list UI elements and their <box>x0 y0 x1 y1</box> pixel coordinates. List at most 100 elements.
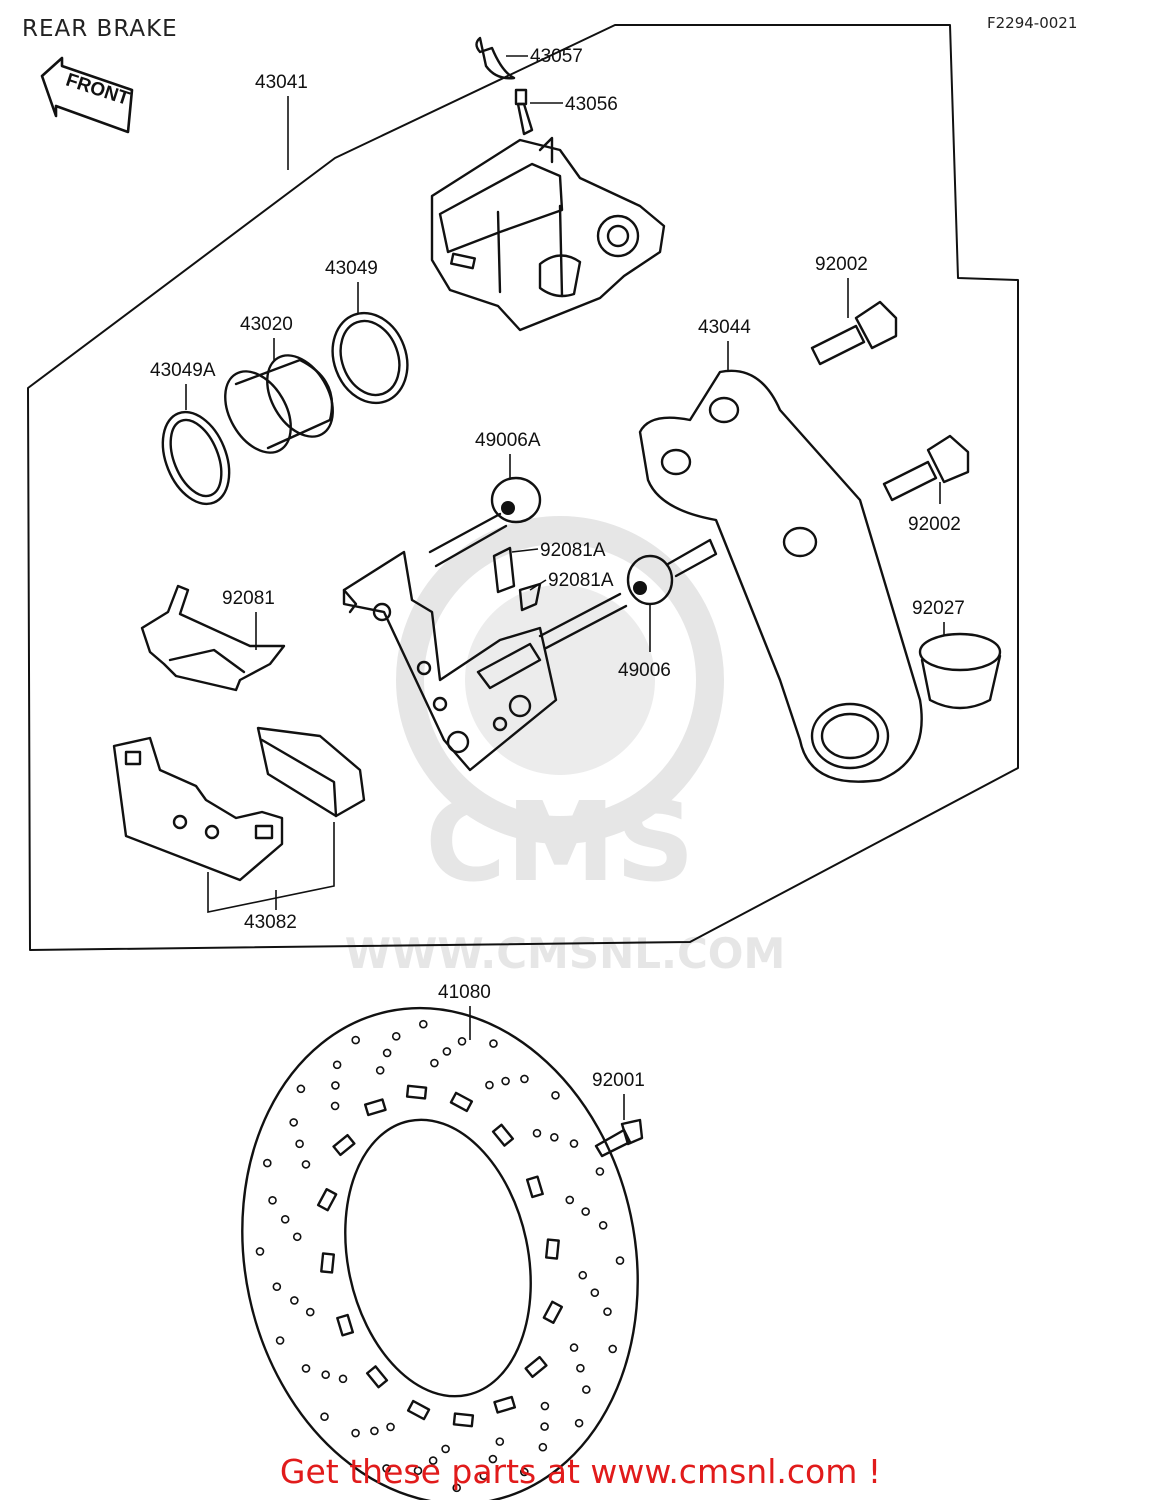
part-number-label[interactable]: 92001 <box>592 1070 645 1091</box>
part-number-label[interactable]: 49006A <box>475 430 541 451</box>
disc-hole <box>428 1456 438 1465</box>
disc-hole <box>538 1442 548 1452</box>
disc-hole <box>569 1343 579 1352</box>
disc-hole <box>532 1128 542 1138</box>
disc-vent-holes <box>255 1019 625 1493</box>
brake-pad-43082-front[interactable] <box>256 726 366 818</box>
disc-slot <box>365 1365 389 1389</box>
disc-hole <box>296 1084 306 1094</box>
disc-hole <box>576 1363 585 1373</box>
brake-pad-43082-rear[interactable] <box>112 736 284 882</box>
part-number-label[interactable]: 43041 <box>255 72 308 93</box>
disc-hole <box>338 1374 348 1384</box>
part-number-label[interactable]: 92081 <box>222 588 275 609</box>
part-number-label[interactable]: 43020 <box>240 314 293 335</box>
part-number-label[interactable]: 92081A <box>548 570 614 591</box>
part-number-label[interactable]: 43082 <box>244 912 297 933</box>
disc-slot <box>320 1252 336 1274</box>
part-number-label[interactable]: 92002 <box>908 514 961 535</box>
disc-hole <box>551 1091 560 1100</box>
disc-hole <box>501 1076 510 1086</box>
dust-seal-43049A[interactable] <box>150 402 242 513</box>
part-number-label[interactable]: 43044 <box>698 317 751 338</box>
disc-hole <box>442 1047 452 1056</box>
disc-hole <box>615 1256 625 1265</box>
disc-hole <box>590 1288 600 1297</box>
part-number-label[interactable]: 49006 <box>618 660 671 681</box>
disc-hole <box>370 1426 379 1436</box>
disc-hole <box>263 1158 272 1168</box>
disc-hole <box>520 1074 529 1084</box>
part-number-label[interactable]: 43049A <box>150 360 216 381</box>
disc-hole <box>290 1296 299 1305</box>
watermark-logo-text: CMS <box>425 778 694 906</box>
pad-bracket-leader <box>207 822 335 913</box>
page-title: REAR BRAKE <box>22 16 178 42</box>
disc-hole <box>581 1207 590 1216</box>
disc-slot <box>452 1412 475 1428</box>
disc-hole <box>320 1412 329 1421</box>
disc-hole <box>289 1118 298 1127</box>
disc-hole <box>540 1422 549 1431</box>
retainer-92081A-lower[interactable] <box>518 582 542 612</box>
part-number-label[interactable]: 41080 <box>438 982 491 1003</box>
cms-watermark: CMS WWW.CMSNL.COM <box>345 516 786 978</box>
disc-hole <box>268 1196 277 1205</box>
disc-hole <box>255 1247 265 1256</box>
retainer-92081A-upper[interactable] <box>492 546 516 594</box>
disc-bolt-92001[interactable] <box>594 1118 644 1158</box>
disc-slot <box>524 1355 548 1379</box>
disc-hole <box>488 1454 498 1464</box>
disc-hole <box>430 1058 439 1068</box>
disc-hole <box>332 1060 342 1070</box>
disc-hole <box>382 1048 392 1058</box>
disc-hole <box>569 1139 579 1148</box>
anti-rattle-spring-92081[interactable] <box>140 584 286 692</box>
disc-hole <box>479 1471 489 1480</box>
disc-hole <box>272 1282 282 1292</box>
piston-43020[interactable] <box>212 344 346 464</box>
disc-hole <box>582 1385 591 1394</box>
disc-hole <box>520 1467 529 1477</box>
disc-hole <box>441 1444 450 1454</box>
bolt-92002-lower[interactable] <box>882 434 970 502</box>
disc-hole <box>413 1466 423 1476</box>
disc-slot <box>316 1188 338 1212</box>
disc-hole <box>295 1139 304 1149</box>
brake-disc-41080[interactable] <box>197 971 682 1500</box>
disc-slot <box>525 1175 544 1199</box>
collar-92027[interactable] <box>918 632 1002 710</box>
get-parts-link[interactable]: Get these parts at www.cmsnl.com ! <box>279 1452 882 1491</box>
caliper-assembly-boundary <box>27 24 1019 951</box>
torque-arm-43044[interactable] <box>638 369 923 783</box>
disc-hole <box>330 1101 340 1111</box>
part-number-label[interactable]: 43057 <box>530 46 583 67</box>
disc-hole <box>351 1035 360 1045</box>
disc-slot <box>491 1123 515 1147</box>
disc-hole <box>540 1401 550 1411</box>
part-number-label[interactable]: 43049 <box>325 258 378 279</box>
piston-seal-43049[interactable] <box>320 302 419 413</box>
part-number-label[interactable]: 92027 <box>912 598 965 619</box>
caliper-body-43041[interactable] <box>430 136 666 332</box>
disc-slot <box>493 1395 517 1414</box>
disc-hole <box>331 1081 340 1090</box>
disc-slot <box>405 1084 428 1100</box>
bushing-49006A[interactable] <box>428 476 542 568</box>
part-number-label[interactable]: 43056 <box>565 94 618 115</box>
disc-hole <box>301 1364 311 1373</box>
disc-hole <box>386 1422 395 1432</box>
bolt-92002-upper[interactable] <box>810 300 898 366</box>
disc-hole <box>292 1232 302 1242</box>
part-number-label[interactable]: 92002 <box>815 254 868 275</box>
disc-hole <box>578 1270 588 1280</box>
disc-slot <box>336 1313 355 1337</box>
disc-hole <box>603 1307 612 1316</box>
bleed-valve-43056[interactable] <box>514 88 534 136</box>
part-number-label[interactable]: 92081A <box>540 540 606 561</box>
disc-slot <box>332 1133 356 1157</box>
bleeder-cap-43057[interactable] <box>475 36 516 80</box>
watermark-url-text: WWW.CMSNL.COM <box>345 929 786 978</box>
